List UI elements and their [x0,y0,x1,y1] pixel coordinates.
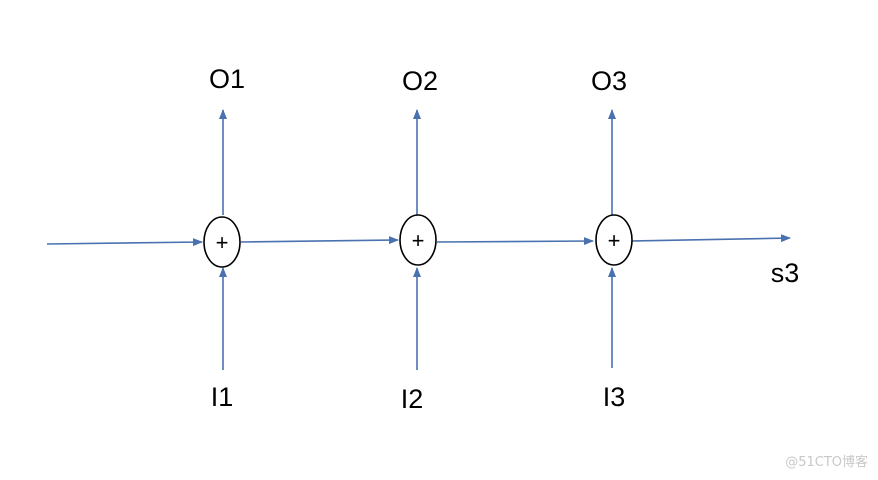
state-arrow-1-to-2 [240,236,399,245]
sum-node-circle-2 [399,214,437,266]
outgoing-state-arrow [631,234,791,243]
input-label-i2: I2 [401,384,424,414]
sum-node-1: + O1 I1 [203,64,245,412]
sum-node-2: + O2 I2 [399,66,438,414]
input-label-i3: I3 [603,382,626,412]
sum-node-circle-3 [595,214,633,266]
state-arrow-2-to-3 [436,237,594,246]
incoming-state-arrow [46,238,203,247]
output-label-o3: O3 [591,66,627,96]
final-state-label-s3: s3 [771,258,800,288]
output-label-o1: O1 [209,64,245,94]
sum-node-3: + O3 I3 [591,66,633,412]
plus-symbol-1: + [216,230,229,255]
output-label-o2: O2 [402,66,438,96]
input-label-i1: I1 [211,382,234,412]
watermark: @51CTO博客 [785,455,868,470]
plus-symbol-2: + [412,228,425,253]
sum-node-circle-1 [203,216,241,268]
plus-symbol-3: + [608,228,621,253]
